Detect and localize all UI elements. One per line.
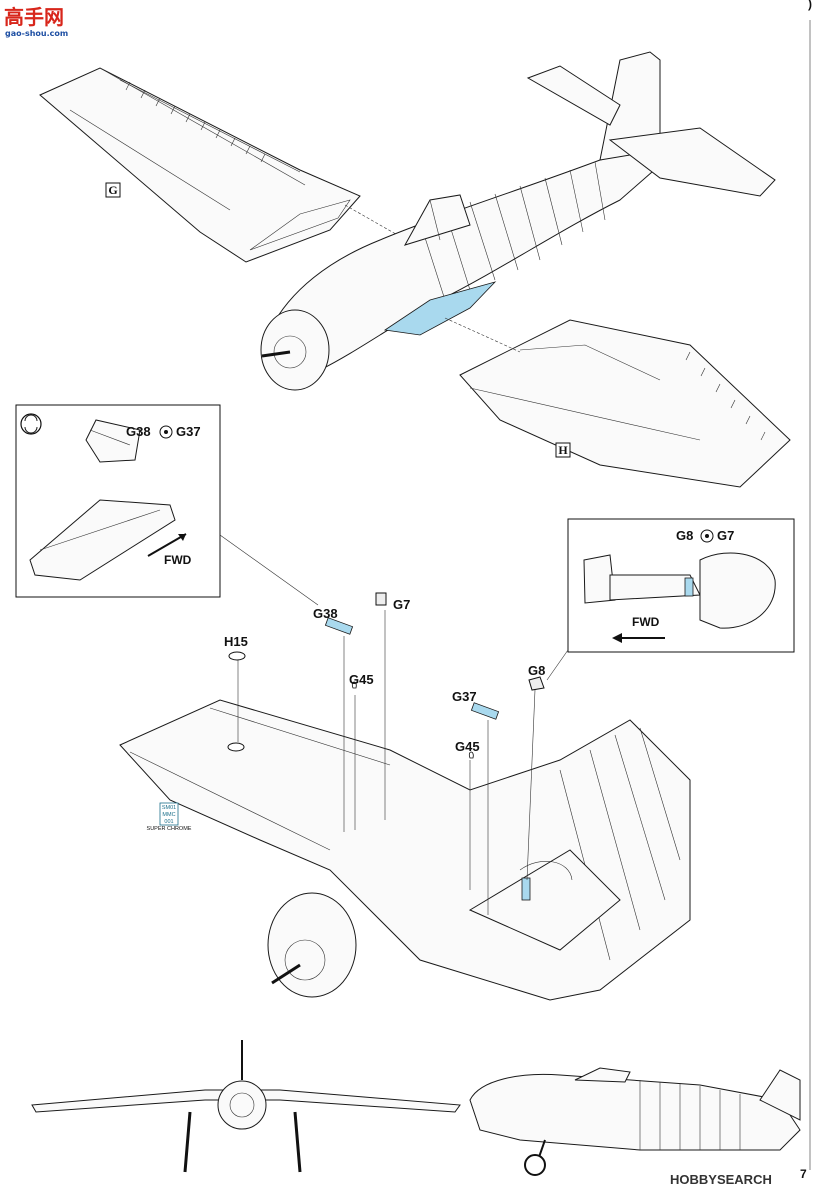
wing-right-label: H [558,443,568,457]
aircraft-underside [119,699,691,1001]
front-view-drawing [31,1040,461,1173]
callout-h15: H15 [224,634,248,649]
part-g7-icon [375,592,387,606]
engine-cowling [260,309,330,391]
right-wing-part [459,319,791,488]
paint-line-3: 001 [164,819,173,825]
part-box-h [555,442,571,458]
inset-left-part-a: G38 [126,424,151,439]
wing-left-label: G [108,183,117,197]
inset-right-part-b: G7 [717,528,734,543]
logo-url-text: gao-shou.com [5,29,68,38]
paint-name: SUPER CHROME [147,826,192,832]
inset-right-part-a: G8 [676,528,693,543]
horizontal-stabilizer-right [608,127,776,197]
top-assembly-drawing: G H [39,51,791,488]
paint-line-1: SM01 [162,805,176,811]
callout-g45-left: G45 [349,672,374,687]
inset-left-part-b: G37 [176,424,201,439]
part-g45-right-icon [468,751,474,759]
callout-g37: G37 [452,689,477,704]
part-g37-icon [470,702,500,720]
leader-left-inset [219,534,319,606]
part-g38-icon [324,617,354,635]
callout-g38: G38 [313,606,338,621]
page-number: 7 [800,1167,807,1181]
right-detail-inset: G8 G7 FWD [546,518,795,681]
horizontal-stabilizer-left [526,65,621,126]
watermark-text: HOBBYSEARCH [670,1172,772,1187]
fuselage-highlight [521,877,531,901]
engine-cowling-under [267,892,357,998]
inset-right-fwd-label: FWD [632,615,660,629]
main-underside-drawing [119,610,691,1001]
inset-right-highlight [684,577,694,597]
callout-g8: G8 [528,663,545,678]
part-box-g [105,182,121,198]
corner-mark: ) [808,0,812,11]
site-logo: 高手网 gao-shou.com [4,5,68,38]
wing-root-highlight [383,281,497,336]
side-view-drawing [469,1067,801,1176]
part-g8-icon [528,676,545,691]
leader-right-inset [546,649,569,681]
part-h15-icon [228,651,246,661]
callout-g45-right: G45 [455,739,480,754]
paint-chip-box [159,802,179,826]
left-detail-inset: G38 G37 FWD [15,404,319,606]
left-wing-part [39,67,361,263]
paint-line-2: MMC [162,812,175,818]
rotate-icon [20,413,42,435]
part-g45-left-icon [351,681,357,689]
callout-g7: G7 [393,597,410,612]
logo-chinese-text: 高手网 [4,5,64,29]
inset-left-fwd-label: FWD [164,553,192,567]
paint-reference: SM01 MMC 001 SUPER CHROME [147,802,192,832]
canopy [403,194,471,246]
